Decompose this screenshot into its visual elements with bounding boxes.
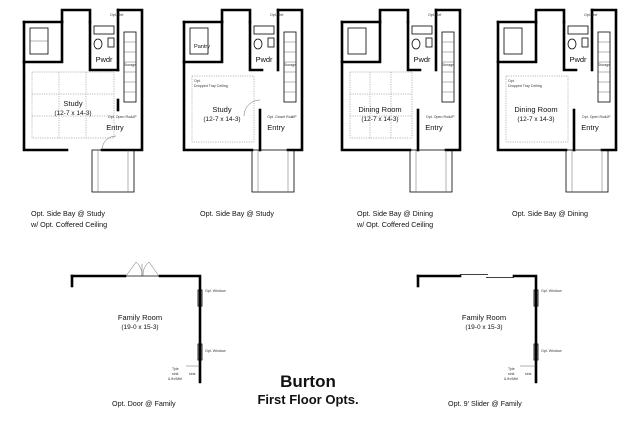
family-2-window1: Opt. Window [541,289,562,293]
plan-4-closet-note: Opt. Open Rod [582,115,606,119]
family-1-corner-note4: sink [189,372,196,376]
plan-2-entry-label: Entry [267,123,285,132]
plan-4-room-dim: (12-7 x 14-3) [517,116,554,123]
plan-1-entry-label: Entry [106,123,124,132]
plan-4-pwdr-label: Pwdr [569,55,587,64]
plan-2-storage-label: Storage [284,63,297,67]
plan-4-storage-label: Storage [598,63,611,67]
plan-4-opt-ref-label: Opt. Ref [584,13,597,17]
plan-4-caption-line1: Opt. Side Bay @ Dining [512,209,588,218]
family-2-room-name: Family Room [462,313,506,322]
plan-3-storage-label: Storage [442,63,455,67]
family-2-corner-note2: sink [508,372,515,376]
plan-3-side-bay-dining-coffered: Dining Room (12-7 x 14-3) Pwdr Entry Opt… [340,8,462,193]
plan-2-up-label: UP [292,115,298,119]
family-2-caption: Opt. 9' Slider @ Family [448,399,522,408]
plan-3-opt-ref-label: Opt. Ref [428,13,441,17]
family-1-corner-note1: Tyle [172,367,179,371]
plan-1-caption-line2: w/ Opt. Coffered Ceiling [30,220,107,229]
family-1-caption: Opt. Door @ Family [112,399,176,408]
family-2-window2: Opt. Window [541,349,562,353]
plan-4-room-name: Dining Room [514,105,557,114]
plan-1-opt-ref-label: Opt. Ref [110,13,123,17]
plan-2-opt-ref-label: Opt. Ref [270,13,283,17]
plan-3-up-label: UP [450,115,456,119]
family-1-corner-note3: & fix/Mtrl [168,377,182,381]
family-2-room-dim: (19-0 x 15-3) [465,324,502,331]
family-plan-1-opt-door: Family Room (19-0 x 15-3) Opt. Window Op… [70,261,226,384]
family-1-window1: Opt. Window [205,289,226,293]
family-2-corner-note4: sink [525,372,532,376]
plan-2-room-dim: (12-7 x 14-3) [203,116,240,123]
plan-3-caption-line2: w/ Opt. Coffered Ceiling [356,220,433,229]
family-2-corner-note1: Tyle [508,367,515,371]
plan-4-ceiling-note1: Opt. [508,79,515,83]
plan-1-room-dim: (12-7 x 14-3) [54,110,91,117]
plan-3-caption-line1: Opt. Side Bay @ Dining [357,209,433,218]
plan-4-entry-label: Entry [581,123,599,132]
plan-1-pwdr-label: Pwdr [95,55,113,64]
plan-1-caption-line1: Opt. Side Bay @ Study [31,209,105,218]
plan-2-ceiling-note2: Dropped Tray Ceiling [194,84,228,88]
plan-3-room-dim: (12-7 x 14-3) [361,116,398,123]
family-2-corner-note3: & fix/Mtrl [504,377,518,381]
plan-1-up-label: UP [132,115,138,119]
family-1-corner-note2: sink [172,372,179,376]
plan-2-room-name: Study [212,105,231,114]
family-1-room-dim: (19-0 x 15-3) [121,324,158,331]
plan-1-side-bay-study-coffered: Study (12-7 x 14-3) Pwdr Entry Opt. Ref … [22,8,144,193]
plan-2-closet-note: Opt. Closet Rod [267,115,293,119]
plan-4-ceiling-note2: Dropped Tray Ceiling [508,84,542,88]
plan-2-side-bay-study: Study (12-7 x 14-3) Pantry Opt. Dropped … [182,8,304,193]
plan-4-up-label: UP [606,115,612,119]
plan-1-closet-note: Opt. Open Rod [108,115,132,119]
plan-3-pwdr-label: Pwdr [413,55,431,64]
sheet-subtitle: First Floor Opts. [257,392,358,407]
plan-2-caption-line1: Opt. Side Bay @ Study [200,209,274,218]
plan-2-ceiling-note1: Opt. [194,79,201,83]
plan-3-entry-label: Entry [425,123,443,132]
sheet-title: Burton [280,372,336,391]
plan-2-pantry-label: Pantry [194,44,210,50]
plan-4-side-bay-dining: Dining Room (12-7 x 14-3) Opt. Dropped T… [496,8,618,193]
plan-1-storage-label: Storage [124,63,137,67]
plan-3-closet-note: Opt. Open Rod [426,115,450,119]
family-1-window2: Opt. Window [205,349,226,353]
plan-1-room-name: Study [63,99,82,108]
family-1-room-name: Family Room [118,313,162,322]
plan-2-pwdr-label: Pwdr [255,55,273,64]
plan-3-room-name: Dining Room [358,105,401,114]
family-plan-2-opt-slider: Family Room (19-0 x 15-3) Opt. Window Op… [416,274,562,384]
